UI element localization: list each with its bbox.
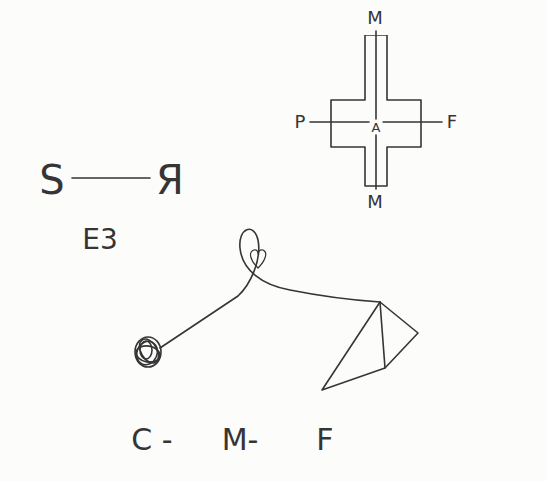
handwritten-label: F (316, 425, 333, 455)
cross-outline-path (331, 35, 421, 186)
handwritten-label: E3 (82, 226, 118, 254)
handwritten-label: F (447, 113, 457, 131)
node-label: A (370, 119, 383, 134)
kite-shape (322, 302, 418, 390)
looping-line (160, 229, 380, 348)
axis-line (375, 31, 377, 189)
kite-line (380, 302, 385, 368)
handwritten-label: C - (131, 425, 172, 455)
handwritten-label: S (39, 160, 64, 200)
handwritten-label: P (295, 113, 306, 131)
handwritten-label: Я (156, 160, 184, 200)
handwritten-label: M (367, 9, 383, 27)
cross-shape: A (330, 35, 422, 187)
scribble-ball (133, 336, 163, 368)
handwritten-label: M (367, 193, 383, 211)
connector-line (72, 177, 150, 179)
heart-symbol (251, 250, 266, 268)
handwritten-label: M- (222, 425, 259, 455)
cross-outline (330, 35, 422, 187)
